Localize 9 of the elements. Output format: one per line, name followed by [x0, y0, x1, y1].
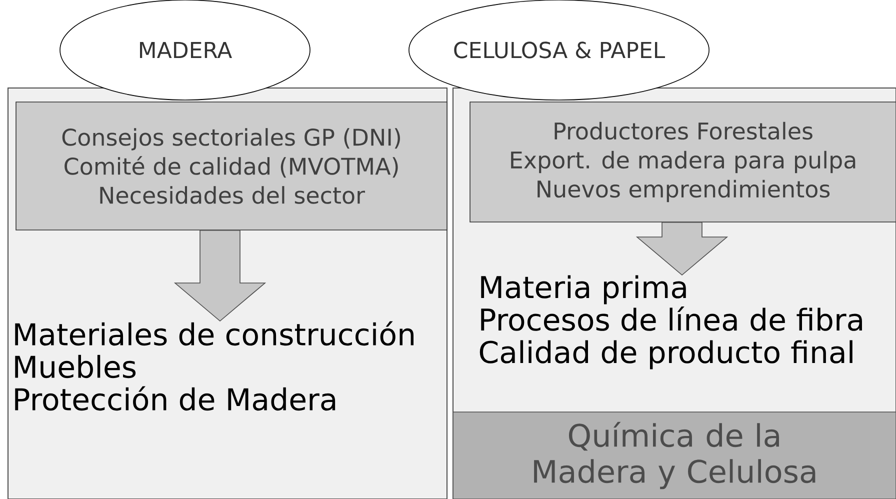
- block-arrow: [174, 230, 266, 322]
- ellipse-label: CELULOSA & PAPEL: [408, 0, 710, 100]
- text-box: Química de la Madera y Celulosa: [452, 412, 896, 499]
- text-box: Consejos sectoriales GP (DNI) Comité de calidad (MVOTMA) Necesidades del sector: [16, 102, 448, 230]
- item-list: Materia prima Procesos de línea de fibra Calidad de producto final: [480, 275, 862, 370]
- ellipse-label: MADERA: [60, 0, 310, 100]
- block-arrow: [636, 222, 728, 276]
- item-list: Materiales de construcción Muebles Protección de Madera: [15, 321, 414, 411]
- text-box: Productores Forestales Export. de madera para pulpa Nuevos emprendimientos: [470, 102, 896, 222]
